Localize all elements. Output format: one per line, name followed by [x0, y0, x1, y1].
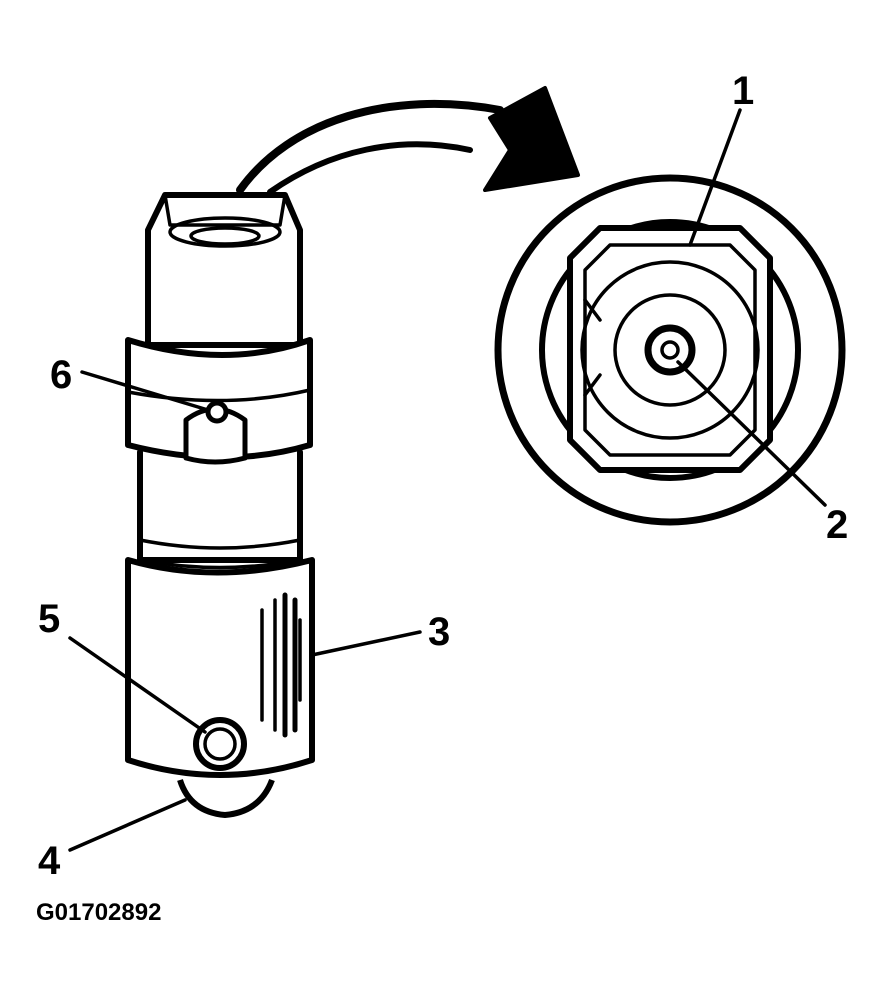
callout-1: 1 [732, 69, 754, 113]
callout-labels: 1 2 3 4 5 6 [38, 69, 848, 883]
callout-2: 2 [826, 503, 848, 547]
callout-6: 6 [50, 353, 72, 397]
leader-lines [68, 108, 827, 852]
callout-5: 5 [38, 597, 60, 641]
callout-4: 4 [38, 839, 61, 883]
curved-arrow [236, 86, 580, 195]
lifter-body [125, 192, 315, 818]
callout-3: 3 [428, 610, 450, 654]
figure-id: G01702892 [36, 899, 161, 926]
